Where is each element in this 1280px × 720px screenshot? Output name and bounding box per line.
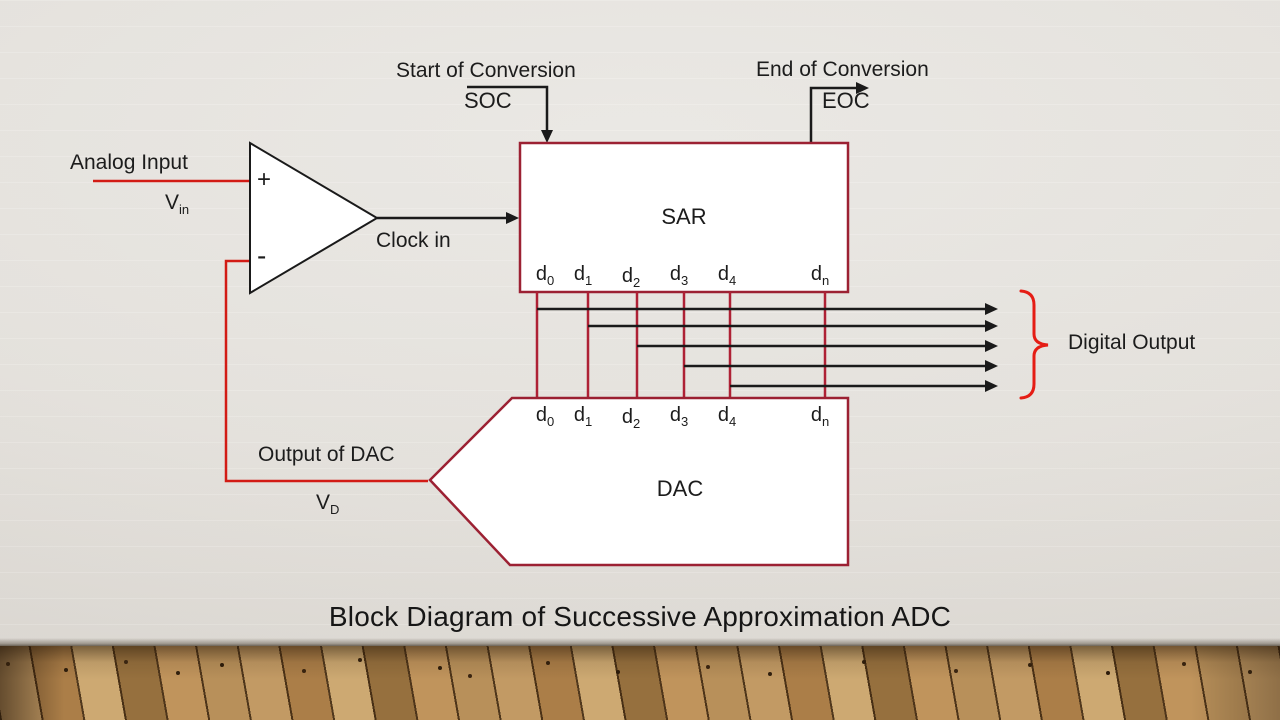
clock-in-label: Clock in — [376, 229, 451, 252]
bit-sub: 0 — [546, 414, 555, 429]
dac-title: DAC — [656, 476, 704, 501]
sar-title: SAR — [661, 204, 707, 229]
slide-edge-shadow — [0, 638, 1280, 648]
output-of-dac-label: Output of DAC — [258, 443, 395, 466]
vd-sub: D — [330, 502, 340, 517]
sar-bit-d1: d1 — [565, 263, 601, 288]
digital-output-arrowhead-1-icon — [985, 320, 998, 332]
soc-label: SOC — [464, 88, 512, 113]
bit-sub: 1 — [584, 273, 593, 288]
bit-base: d — [573, 263, 585, 285]
bit-sub: 4 — [728, 414, 737, 429]
end-of-conversion-label: End of Conversion — [756, 58, 929, 81]
bit-base: d — [669, 404, 681, 426]
dac-feedback-wire — [224, 259, 428, 483]
analog-input-label: Analog Input — [70, 151, 188, 174]
sar-bit-d0: d0 — [527, 263, 563, 288]
bit-sub: 3 — [680, 414, 689, 429]
bit-sub: 1 — [584, 414, 593, 429]
clock-arrowhead-icon — [506, 212, 519, 224]
bit-sub: n — [821, 414, 830, 429]
wood-floor-knots — [6, 662, 10, 666]
digital-output-arrowhead-4-icon — [985, 380, 998, 392]
bit-sub: 2 — [632, 416, 641, 431]
bit-sub: 4 — [728, 273, 737, 288]
sar-bit-d2: d2 — [613, 265, 649, 290]
comparator-triangle — [249, 141, 379, 295]
bit-base: d — [717, 404, 729, 426]
eoc-label: EOC — [822, 88, 870, 113]
dac-bit-dn: dn — [802, 404, 838, 429]
dac-bit-d2: d2 — [613, 406, 649, 431]
dac-bit-d3: d3 — [661, 404, 697, 429]
bit-base: d — [717, 263, 729, 285]
sar-bit-d4: d4 — [709, 263, 745, 288]
comparator-minus-label: - — [257, 240, 267, 271]
dac-shape — [428, 396, 850, 567]
bit-base: d — [621, 265, 633, 287]
digital-output-arrowhead-3-icon — [985, 360, 998, 372]
dac-bit-d0: d0 — [527, 404, 563, 429]
bit-base: d — [621, 406, 633, 428]
eoc-wire — [809, 86, 858, 143]
bit-base: d — [535, 404, 547, 426]
eoc-arrowhead-icon — [856, 82, 869, 94]
dac-bit-d4: d4 — [709, 404, 745, 429]
comparator-plus-label: + — [257, 166, 272, 193]
vd-label: VD — [316, 491, 340, 517]
soc-arrowhead-icon — [541, 130, 553, 143]
vd-base: V — [316, 491, 331, 514]
sar-bit-d3: d3 — [661, 263, 697, 288]
slide-title: Block Diagram of Successive Approximatio… — [328, 601, 952, 632]
dac-bit-d1: d1 — [565, 404, 601, 429]
bit-base: d — [573, 404, 585, 426]
bit-sub: 3 — [680, 273, 689, 288]
vin-sub: in — [179, 202, 190, 217]
wood-floor — [0, 646, 1280, 720]
digital-output-arrowhead-0-icon — [985, 303, 998, 315]
bit-sub: 2 — [632, 275, 641, 290]
vin-label: Vin — [165, 191, 190, 217]
start-of-conversion-label: Start of Conversion — [396, 59, 576, 82]
bit-base: d — [810, 263, 822, 285]
bit-base: d — [669, 263, 681, 285]
sar-bit-dn: dn — [802, 263, 838, 288]
bit-sub: 0 — [546, 273, 555, 288]
digital-output-label: Digital Output — [1068, 331, 1196, 354]
bit-base: d — [535, 263, 547, 285]
soc-wire — [467, 85, 549, 133]
digital-output-arrowhead-2-icon — [985, 340, 998, 352]
bit-sub: n — [821, 273, 830, 288]
sar-box — [518, 141, 850, 294]
vin-base: V — [165, 191, 180, 214]
digital-output-brace-icon — [1019, 289, 1049, 400]
bit-base: d — [810, 404, 822, 426]
